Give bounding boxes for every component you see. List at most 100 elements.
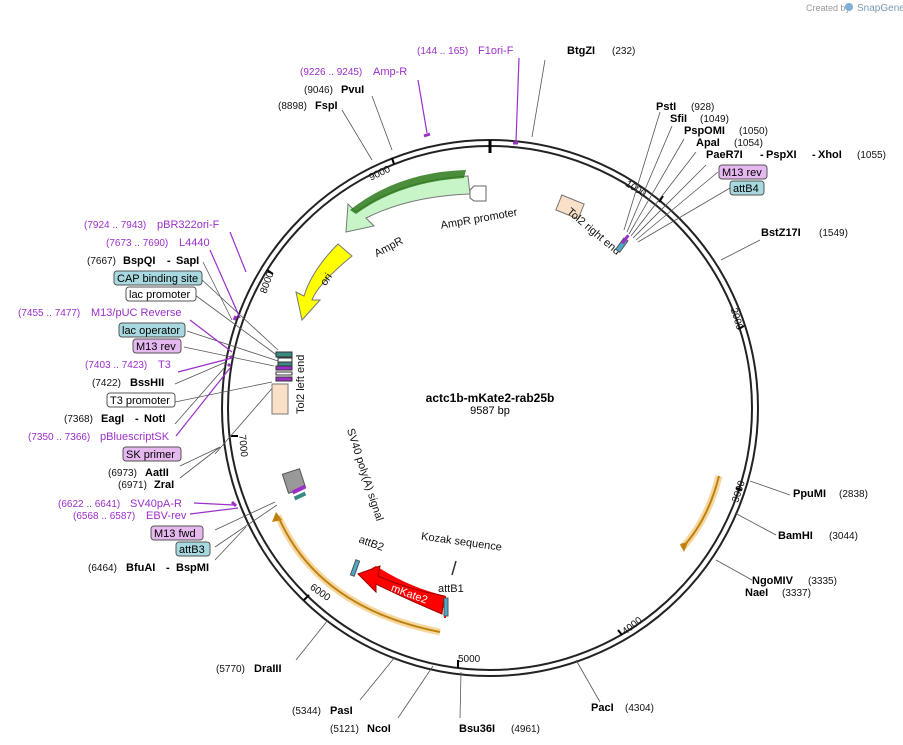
tol2-left-label: Tol2 left end xyxy=(295,355,307,414)
site-paci: PacI xyxy=(591,702,614,714)
site-bspqi-pos: (7667) xyxy=(87,256,116,267)
orf-arc-right-glow xyxy=(679,475,723,551)
site-bspqi: BspQI xyxy=(123,255,155,267)
site-ncoi-pos: (5121) xyxy=(330,724,359,735)
site-ngomiv-pos: (3335) xyxy=(808,576,837,587)
attb2-label: attB2 xyxy=(357,534,385,554)
primer-m13puc: M13/pUC Reverse xyxy=(91,307,181,319)
primer-pbluescript-range: (7350 .. 7366) xyxy=(28,432,90,443)
box-attb4-bg xyxy=(729,180,765,196)
box-m13rev-left-bg xyxy=(132,338,182,354)
site-sfii: SfiI xyxy=(670,113,687,125)
box-attb3-bg xyxy=(175,541,211,557)
primer-sv40pa-range: (6622 .. 6641) xyxy=(58,499,120,510)
box-m13fwd: M13 fwd xyxy=(154,528,196,540)
primer-f1ori: F1ori-F xyxy=(478,45,514,57)
watermark-brand: SnapGene xyxy=(857,3,903,14)
plasmid-size: 9587 bp xyxy=(470,405,510,417)
site-draiii-pos: (5770) xyxy=(216,664,245,675)
m13fwd-mark xyxy=(291,484,307,495)
site-zrai: ZraI xyxy=(154,479,174,491)
attb2-mark xyxy=(349,559,361,577)
ampr-promoter-arrow[interactable] xyxy=(469,185,487,202)
site-sapi: SapI xyxy=(176,255,199,267)
ampr-label: AmpR xyxy=(373,235,406,260)
site-bfuai-pos: (6464) xyxy=(88,563,117,574)
svg-text:-: - xyxy=(812,149,816,161)
kozak-mark xyxy=(451,560,457,576)
site-psti-pos: (928) xyxy=(691,102,714,113)
primer-sv40pa: SV40pA-R xyxy=(130,498,182,510)
primer-l4440: L4440 xyxy=(179,237,210,249)
box-m13rev-right: M13 rev xyxy=(722,167,762,179)
site-pvui: PvuI xyxy=(341,84,364,96)
box-cap: CAP binding site xyxy=(117,273,198,285)
restriction-sites[interactable]: BtgZI (232) PstI (928) SfiI (1049) PspOM… xyxy=(64,45,886,735)
box-t3prom: T3 promoter xyxy=(110,395,170,407)
site-ppumi: PpuMI xyxy=(793,488,826,500)
attb1-label: attB1 xyxy=(438,583,464,595)
site-ncoi: NcoI xyxy=(367,723,391,735)
m13rev-mark xyxy=(621,234,630,245)
site-eagi: EagI xyxy=(101,413,124,425)
primer-pbluescript: pBluescriptSK xyxy=(100,431,170,443)
primer-t3-range: (7403 .. 7423) xyxy=(85,360,147,371)
site-naei: NaeI xyxy=(745,587,768,599)
site-eagi-pos: (7368) xyxy=(64,414,93,425)
tol2-left-box[interactable] xyxy=(271,383,289,415)
mkate2-arrow[interactable] xyxy=(357,565,445,615)
tol2-right-box[interactable] xyxy=(555,194,585,220)
site-apai: ApaI xyxy=(696,137,720,149)
primer-labels[interactable]: (144 .. 165) F1ori-F (9226 .. 9245) Amp-… xyxy=(18,45,514,522)
feature-boxes[interactable]: M13 rev attB4 CAP binding site lac promo… xyxy=(106,164,768,557)
site-xhoi: XhoI xyxy=(818,149,842,161)
site-bfuai: BfuAI xyxy=(126,562,155,574)
ori-arrow[interactable] xyxy=(295,243,353,322)
site-paer7i-pos: (1055) xyxy=(857,150,886,161)
orf-arc-left-head xyxy=(272,512,282,522)
site-aatii: AatII xyxy=(145,467,169,479)
box-attb4: attB4 xyxy=(733,183,759,195)
primer-ampr: Amp-R xyxy=(373,66,407,78)
svg-text:-: - xyxy=(135,413,139,425)
leader-lines xyxy=(174,59,791,719)
box-skprimer-bg xyxy=(122,446,182,462)
site-ppumi-pos: (2838) xyxy=(839,489,868,500)
svg-text:-: - xyxy=(167,255,171,267)
box-lacprom: lac promoter xyxy=(129,289,190,301)
tick-2000: 2000 xyxy=(728,307,745,332)
orf-arc-right-head xyxy=(680,542,688,552)
site-bspmi: BspMI xyxy=(176,562,209,574)
site-naei-pos: (3337) xyxy=(782,588,811,599)
site-pspomi-pos: (1050) xyxy=(739,126,768,137)
site-bamhi: BamHI xyxy=(778,530,813,542)
site-bstz17i: BstZ17I xyxy=(761,227,801,239)
site-fspi: FspI xyxy=(315,100,338,112)
svg-text:-: - xyxy=(166,562,170,574)
site-bstz17i-pos: (1549) xyxy=(819,228,848,239)
site-pvui-pos: (9046) xyxy=(304,85,333,96)
site-aatii-pos: (6973) xyxy=(108,468,137,479)
site-sfii-pos: (1049) xyxy=(700,114,729,125)
site-apai-pos: (1054) xyxy=(734,138,763,149)
primer-leaders xyxy=(175,57,520,515)
orf-arc-left xyxy=(277,515,441,633)
box-lacprom-bg xyxy=(125,286,197,302)
site-pasi-pos: (5344) xyxy=(292,706,321,717)
site-draiii: DraIII xyxy=(254,663,282,675)
primer-ebv-range: (6568 .. 6587) xyxy=(73,511,135,522)
tick-7000: 7000 xyxy=(236,434,249,458)
box-attb3: attB3 xyxy=(179,544,205,556)
box-t3prom-bg xyxy=(106,392,176,408)
site-ngomiv: NgoMIV xyxy=(752,575,794,587)
tol2-right-label: Tol2 right end xyxy=(564,206,622,258)
site-paer7i: PaeR7I xyxy=(706,149,743,161)
box-cap-bg xyxy=(113,270,203,286)
primer-marks xyxy=(226,132,518,508)
primer-ebv: EBV-rev xyxy=(146,510,187,522)
lac-region-marks xyxy=(275,351,293,382)
tick-8000: 8000 xyxy=(259,270,277,295)
box-lacop-bg xyxy=(118,322,186,338)
primer-ampr-range: (9226 .. 9245) xyxy=(300,67,362,78)
